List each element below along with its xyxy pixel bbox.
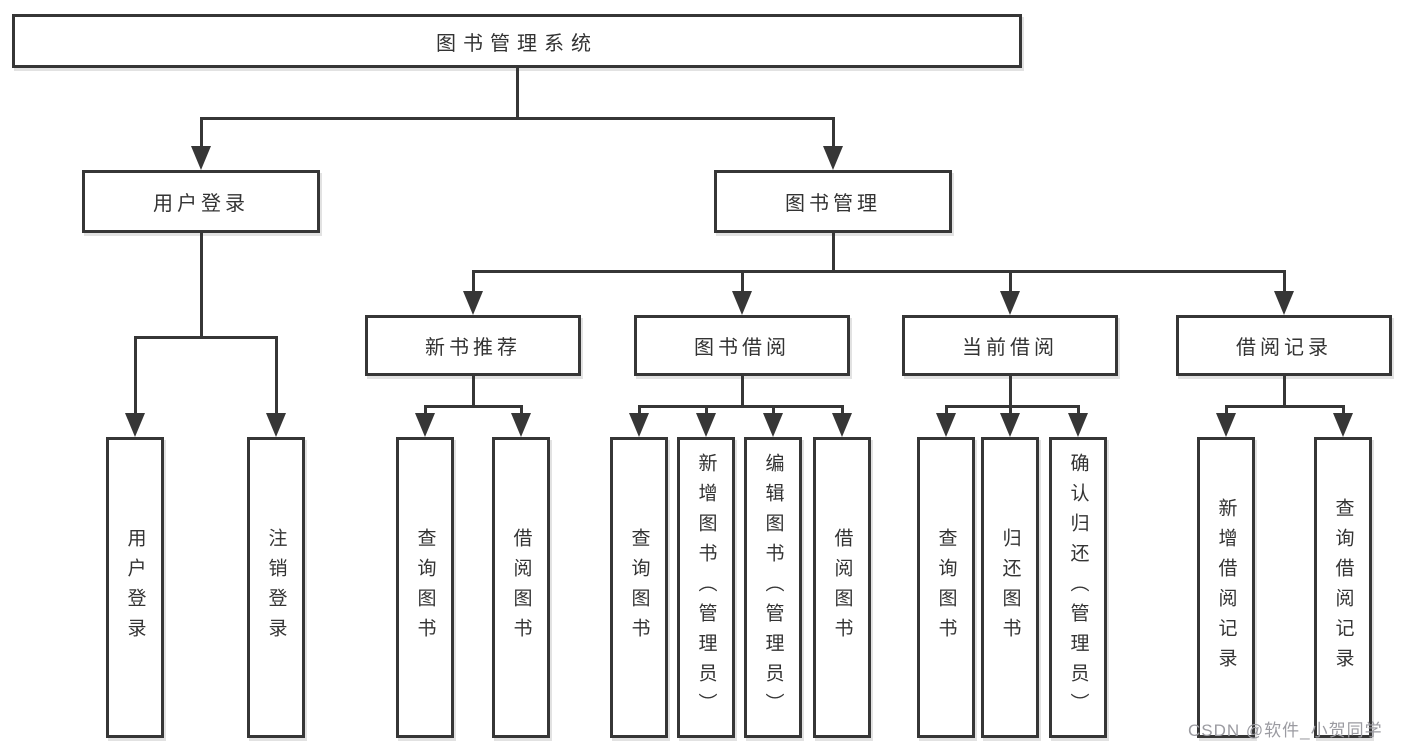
connector-arrowhead [1274, 291, 1294, 315]
connector-line [1283, 376, 1286, 408]
connector-line [832, 118, 835, 150]
connector-arrowhead [1216, 413, 1236, 437]
connector-line [200, 117, 835, 120]
leaf-add-borrow-record: 新增借阅记录 [1197, 437, 1255, 738]
connector-line [638, 405, 844, 408]
leaf-query-books-current: 查询图书 [917, 437, 975, 738]
connector-line [472, 270, 1286, 273]
connector-line [200, 118, 203, 150]
leaf-query-books-borrowing: 查询图书 [610, 437, 668, 738]
leaf-user-login: 用户登录 [106, 437, 164, 738]
connector-line [134, 337, 137, 417]
leaf-return-books: 归还图书 [981, 437, 1039, 738]
connector-line [1009, 406, 1012, 417]
connector-line [841, 406, 844, 417]
connector-line [516, 68, 519, 120]
connector-line [275, 337, 278, 417]
connector-line [1009, 376, 1012, 408]
node-library-system: 图书管理系统 [12, 14, 1022, 68]
connector-arrowhead [266, 413, 286, 437]
connector-line [1342, 406, 1345, 417]
connector-arrowhead [832, 413, 852, 437]
node-borrowing-records: 借阅记录 [1176, 315, 1392, 376]
leaf-edit-book-admin: 编辑图书（管理员） [744, 437, 802, 738]
connector-arrowhead [629, 413, 649, 437]
connector-arrowhead [1333, 413, 1353, 437]
node-new-book-recommendation: 新书推荐 [365, 315, 581, 376]
connector-line [832, 233, 835, 273]
watermark-text: CSDN @软件_小贺同学 [1188, 721, 1383, 740]
connector-arrowhead [936, 413, 956, 437]
connector-arrowhead [415, 413, 435, 437]
connector-line [472, 376, 475, 408]
leaf-query-books-recommend: 查询图书 [396, 437, 454, 738]
node-book-borrowing: 图书借阅 [634, 315, 850, 376]
connector-arrowhead [191, 146, 211, 170]
connector-line [638, 406, 641, 417]
connector-arrowhead [823, 146, 843, 170]
connector-line [200, 233, 203, 339]
connector-line [134, 336, 278, 339]
connector-line [945, 405, 1080, 408]
connector-arrowhead [763, 413, 783, 437]
connector-line [1225, 406, 1228, 417]
connector-line [424, 405, 523, 408]
connector-line [741, 271, 744, 295]
leaf-add-book-admin: 新增图书（管理员） [677, 437, 735, 738]
connector-line [1077, 406, 1080, 417]
node-current-borrowing: 当前借阅 [902, 315, 1118, 376]
node-user-login: 用户登录 [82, 170, 320, 233]
connector-line [741, 376, 744, 408]
connector-line [1225, 405, 1345, 408]
connector-arrowhead [511, 413, 531, 437]
connector-arrowhead [463, 291, 483, 315]
connector-arrowhead [732, 291, 752, 315]
connector-line [424, 406, 427, 417]
connector-line [1009, 271, 1012, 295]
connector-line [1283, 271, 1286, 295]
connector-arrowhead [1068, 413, 1088, 437]
connector-arrowhead [1000, 413, 1020, 437]
connector-arrowhead [696, 413, 716, 437]
connector-line [705, 406, 708, 417]
leaf-borrow-books-recommend: 借阅图书 [492, 437, 550, 738]
connector-line [945, 406, 948, 417]
leaf-confirm-return-admin: 确认归还（管理员） [1049, 437, 1107, 738]
connector-arrowhead [1000, 291, 1020, 315]
connector-arrowhead [125, 413, 145, 437]
connector-line [472, 271, 475, 295]
connector-line [772, 406, 775, 417]
leaf-query-borrow-record: 查询借阅记录 [1314, 437, 1372, 738]
node-book-management: 图书管理 [714, 170, 952, 233]
connector-line [520, 406, 523, 417]
leaf-borrow-books-borrowing: 借阅图书 [813, 437, 871, 738]
leaf-logout: 注销登录 [247, 437, 305, 738]
